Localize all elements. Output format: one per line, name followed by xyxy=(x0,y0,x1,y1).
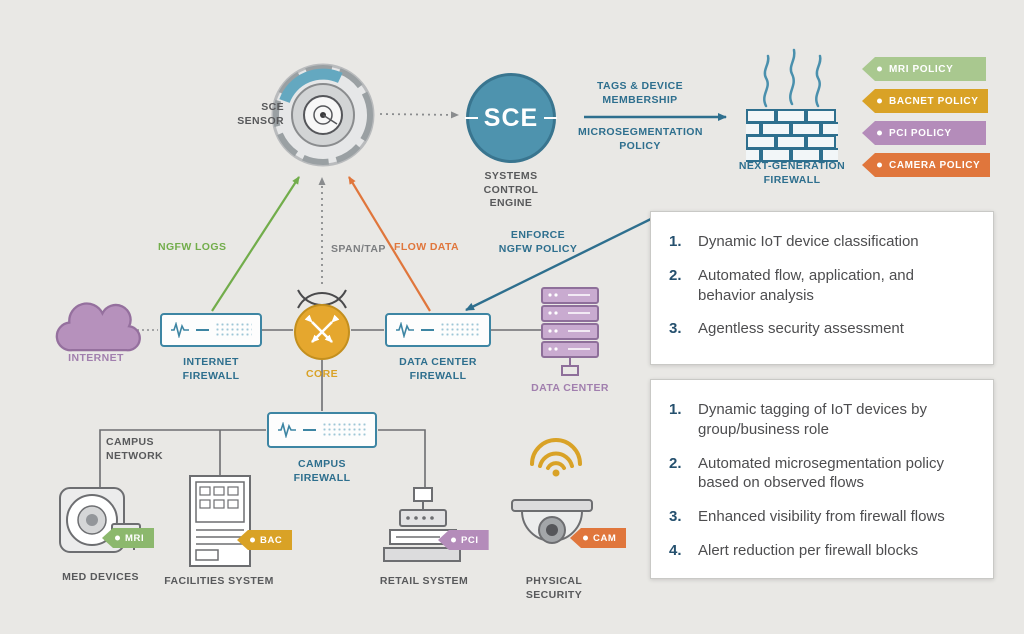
policy-tag-mri: MRI POLICY xyxy=(862,57,986,81)
sce-engine-text: SCE xyxy=(483,103,539,132)
internet-cloud-icon xyxy=(55,302,141,352)
campus-firewall-label: CAMPUS FIREWALL xyxy=(293,458,351,484)
item-text: Alert reduction per firewall blocks xyxy=(698,541,919,559)
facilities-system-label: FACILITIES SYSTEM xyxy=(164,575,274,587)
waveform-icon xyxy=(396,322,414,338)
wifi-icon xyxy=(530,438,582,477)
device-tag-mri: MRI xyxy=(102,528,155,548)
list-item: 1. Dynamic IoT device classification xyxy=(669,232,975,252)
dash-icon xyxy=(421,329,434,331)
dash-icon xyxy=(196,329,209,331)
policy-tag-pci: PCI POLICY xyxy=(862,121,986,145)
core-switch-icon xyxy=(294,289,350,360)
dot-pattern xyxy=(322,422,367,438)
item-number: 2. xyxy=(669,266,682,284)
retail-system-label: RETAIL SYSTEM xyxy=(379,575,469,587)
internet-label: INTERNET xyxy=(68,352,124,364)
outcomes-box: 1. Dynamic tagging of IoT devices by gro… xyxy=(650,379,994,579)
list-item: 4. Alert reduction per firewall blocks xyxy=(669,541,975,561)
enforce-policy-label: ENFORCE NGFW POLICY xyxy=(498,229,578,255)
item-number: 1. xyxy=(669,233,682,250)
policy-tag-bacnet: BACNET POLICY xyxy=(862,89,989,113)
flow-data-label: FLOW DATA xyxy=(394,241,460,253)
campus-network-label: CAMPUS NETWORK xyxy=(106,436,164,462)
list-item: 2. Automated microsegmentation policy ba… xyxy=(669,454,975,494)
policy-tag-label: PCI POLICY xyxy=(889,127,952,139)
sce-engine-label: SYSTEMS CONTROL ENGINE xyxy=(483,170,539,210)
data-center-firewall-node xyxy=(385,313,491,347)
item-text: Dynamic IoT device classification xyxy=(698,233,919,250)
device-tag-cam: CAM xyxy=(570,528,627,548)
campus-firewall-node xyxy=(267,412,377,448)
policy-tag-label: CAMERA POLICY xyxy=(889,159,981,171)
list-item: 3. Enhanced visibility from firewall flo… xyxy=(669,507,975,527)
list-item: 3. Agentless security assessment xyxy=(669,319,975,339)
device-tag-pci: PCI xyxy=(438,530,489,550)
sce-sensor-icon xyxy=(271,63,375,167)
device-tag-label: CAM xyxy=(593,532,617,544)
facilities-cabinet-icon xyxy=(189,475,251,567)
data-center-label: DATA CENTER xyxy=(531,382,609,394)
policy-tag-camera: CAMERA POLICY xyxy=(862,153,991,177)
device-tag-label: PCI xyxy=(461,534,479,546)
item-text: Automated flow, application, and behavio… xyxy=(698,266,914,304)
item-number: 3. xyxy=(669,320,682,338)
ngfw-logs-label: NGFW LOGS xyxy=(158,241,227,253)
retail-register-icon xyxy=(383,487,461,562)
core-label: CORE xyxy=(306,368,338,380)
microsegmentation-policy-label: MICROSEGMENTATION POLICY xyxy=(578,126,703,152)
data-center-icon xyxy=(541,287,599,376)
span-tap-label: SPAN/TAP xyxy=(331,243,386,255)
waveform-icon xyxy=(171,322,189,338)
brick-wall-icon xyxy=(746,109,838,162)
internet-firewall-node xyxy=(160,313,262,347)
sce-decoration-line xyxy=(464,117,478,119)
sce-decoration-line xyxy=(544,117,558,119)
item-text: Agentless security assessment xyxy=(698,320,904,338)
item-text: Enhanced visibility from firewall flows xyxy=(698,508,945,526)
security-camera-icon xyxy=(511,499,593,544)
device-tag-bac: BAC xyxy=(237,530,293,550)
policy-tag-label: MRI POLICY xyxy=(889,63,954,75)
flames-icon xyxy=(763,48,822,108)
capabilities-box: 1. Dynamic IoT device classification 2. … xyxy=(650,211,994,365)
list-item: 2. Automated flow, application, and beha… xyxy=(669,266,975,306)
sce-sensor-label: SCE SENSOR xyxy=(237,101,284,127)
mri-machine-icon xyxy=(59,487,141,553)
waveform-icon xyxy=(278,422,296,438)
dot-pattern xyxy=(440,322,481,338)
item-number: 1. xyxy=(669,401,682,418)
tags-membership-label: TAGS & DEVICE MEMBERSHIP xyxy=(596,80,684,106)
policy-tag-label: BACNET POLICY xyxy=(889,95,979,107)
device-tag-label: BAC xyxy=(260,534,283,546)
item-number: 3. xyxy=(669,508,682,526)
device-tag-label: MRI xyxy=(125,532,145,544)
item-number: 2. xyxy=(669,454,682,472)
item-number: 4. xyxy=(669,541,682,559)
item-text: Automated microsegmentation policy based… xyxy=(698,454,944,492)
med-devices-label: MED DEVICES xyxy=(62,571,139,583)
item-text: Dynamic tagging of IoT devices by group/… xyxy=(698,401,928,438)
dash-icon xyxy=(303,429,316,431)
list-item: 1. Dynamic tagging of IoT devices by gro… xyxy=(669,400,975,440)
next-gen-firewall-label: NEXT-GENERATION FIREWALL xyxy=(738,160,846,186)
next-gen-firewall-icon xyxy=(746,48,838,162)
sce-engine-node: SCE xyxy=(464,73,558,163)
physical-security-label: PHYSICAL SECURITY xyxy=(525,575,583,601)
dot-pattern xyxy=(215,322,252,338)
data-center-firewall-label: DATA CENTER FIREWALL xyxy=(399,356,477,382)
internet-firewall-label: INTERNET FIREWALL xyxy=(182,356,240,382)
